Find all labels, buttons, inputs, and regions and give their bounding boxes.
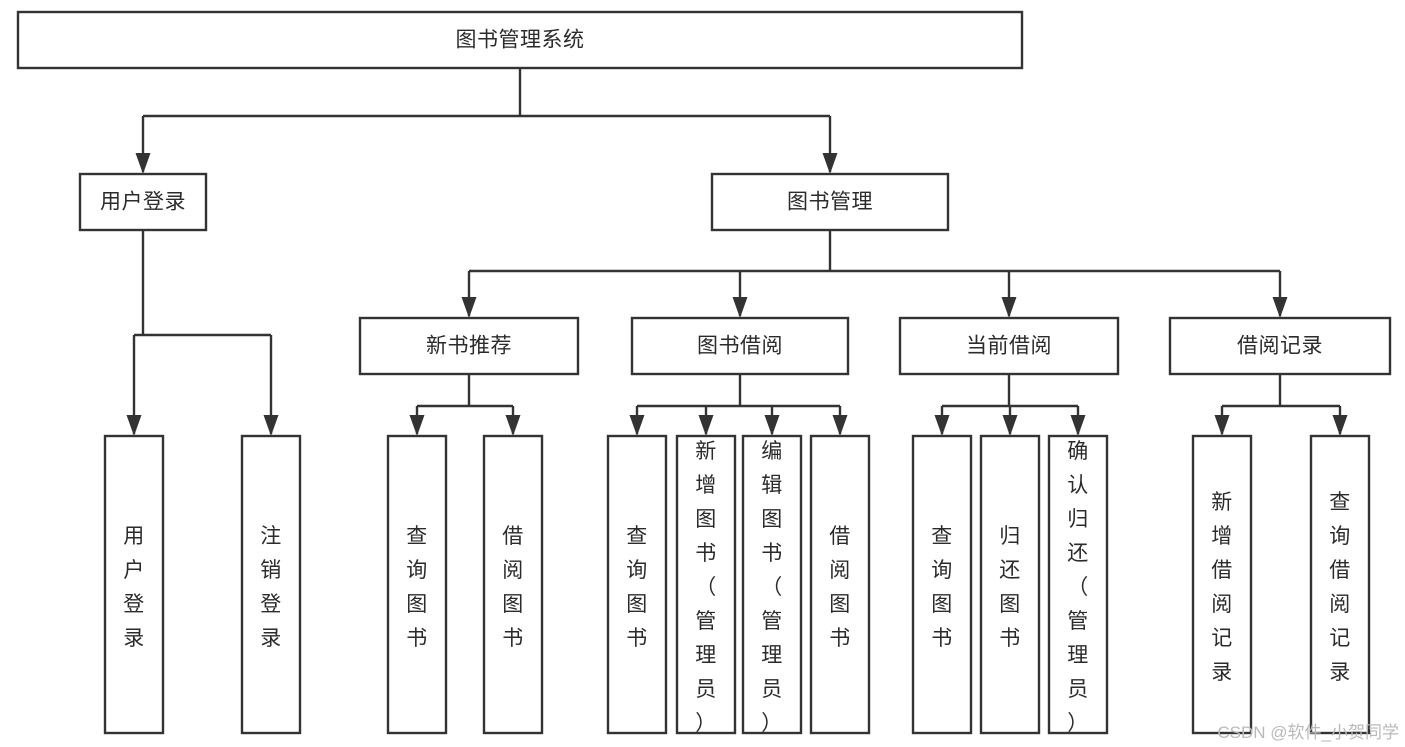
node-label: 查询图书 bbox=[406, 525, 428, 650]
node-label: 新增借阅记录 bbox=[1211, 491, 1233, 684]
node-box[interactable] bbox=[103, 434, 165, 735]
arrow-head-icon bbox=[629, 415, 645, 436]
node-box[interactable] bbox=[358, 316, 580, 376]
node-box[interactable] bbox=[482, 434, 544, 735]
node-leaf-confirm-return[interactable]: 确认归还（管理员） bbox=[1047, 434, 1109, 735]
connector-group bbox=[461, 230, 1288, 318]
node-label: 借阅记录 bbox=[1237, 335, 1323, 358]
node-label: 新增图书（管理员） bbox=[695, 440, 717, 735]
node-label: 新书推荐 bbox=[426, 335, 512, 358]
node-box[interactable] bbox=[240, 434, 302, 735]
connector-layer bbox=[126, 68, 1348, 436]
arrow-head-icon bbox=[764, 415, 780, 436]
node-box[interactable] bbox=[78, 172, 208, 232]
node-leaf-query-book-cb[interactable]: 查询图书 bbox=[911, 434, 973, 735]
arrow-head-icon bbox=[1272, 297, 1288, 318]
node-label: 查询图书 bbox=[931, 525, 953, 650]
node-label: 编辑图书（管理员） bbox=[761, 440, 783, 735]
arrow-head-icon bbox=[934, 415, 950, 436]
node-label: 借阅图书 bbox=[829, 525, 851, 650]
node-box[interactable] bbox=[1047, 434, 1109, 735]
arrow-head-icon bbox=[698, 415, 714, 436]
node-box[interactable] bbox=[710, 172, 950, 232]
csdn-watermark: CSDN @软件_小贺同学 bbox=[1217, 723, 1399, 742]
node-leaf-query-book-bm[interactable]: 查询图书 bbox=[606, 434, 668, 735]
connector-group bbox=[629, 374, 848, 436]
node-leaf-query-record[interactable]: 查询借阅记录 bbox=[1309, 434, 1371, 735]
connector-group bbox=[409, 374, 521, 436]
connector-group bbox=[135, 68, 838, 174]
arrow-head-icon bbox=[505, 415, 521, 436]
node-label: 图书管理系统 bbox=[456, 29, 585, 52]
node-leaf-borrow-book-bm[interactable]: 借阅图书 bbox=[809, 434, 871, 735]
node-box[interactable] bbox=[741, 434, 803, 735]
node-leaf-logout[interactable]: 注销登录 bbox=[240, 434, 302, 735]
node-layer: 图书管理系统用户登录图书管理新书推荐图书借阅当前借阅借阅记录用户登录注销登录查询… bbox=[16, 10, 1392, 735]
node-label: 用户登录 bbox=[123, 525, 145, 650]
node-label: 图书管理 bbox=[787, 191, 873, 214]
node-leaf-borrow-book-rec[interactable]: 借阅图书 bbox=[482, 434, 544, 735]
node-leaf-add-book[interactable]: 新增图书（管理员） bbox=[675, 434, 737, 735]
node-box[interactable] bbox=[979, 434, 1041, 735]
node-leaf-query-book-rec[interactable]: 查询图书 bbox=[386, 434, 448, 735]
node-new-book-recommend[interactable]: 新书推荐 bbox=[358, 316, 580, 376]
node-label: 查询借阅记录 bbox=[1329, 491, 1351, 684]
arrow-head-icon bbox=[1214, 415, 1230, 436]
node-box[interactable] bbox=[386, 434, 448, 735]
node-label: 当前借阅 bbox=[966, 335, 1052, 358]
node-user-login[interactable]: 用户登录 bbox=[78, 172, 208, 232]
node-box[interactable] bbox=[1309, 434, 1371, 735]
node-label: 查询图书 bbox=[626, 525, 648, 650]
arrow-head-icon bbox=[1070, 415, 1086, 436]
node-box[interactable] bbox=[675, 434, 737, 735]
arrow-head-icon bbox=[409, 415, 425, 436]
node-label: 注销登录 bbox=[260, 525, 282, 650]
node-label: 归还图书 bbox=[999, 525, 1021, 650]
node-box[interactable] bbox=[1191, 434, 1253, 735]
connector-group bbox=[1214, 374, 1348, 436]
node-root[interactable]: 图书管理系统 bbox=[16, 10, 1024, 70]
node-leaf-user-login[interactable]: 用户登录 bbox=[103, 434, 165, 735]
arrow-head-icon bbox=[832, 415, 848, 436]
node-leaf-add-record[interactable]: 新增借阅记录 bbox=[1191, 434, 1253, 735]
arrow-head-icon bbox=[126, 415, 142, 436]
node-label: 图书借阅 bbox=[697, 335, 783, 358]
node-borrow-record[interactable]: 借阅记录 bbox=[1168, 316, 1392, 376]
arrow-head-icon bbox=[1002, 415, 1018, 436]
arrow-head-icon bbox=[732, 297, 748, 318]
node-book-manage[interactable]: 图书管理 bbox=[710, 172, 950, 232]
arrow-head-icon bbox=[263, 415, 279, 436]
arrow-head-icon bbox=[1001, 297, 1017, 318]
connector-group bbox=[126, 230, 279, 436]
node-box[interactable] bbox=[911, 434, 973, 735]
arrow-head-icon bbox=[461, 297, 477, 318]
connector-group bbox=[934, 374, 1086, 436]
node-box[interactable] bbox=[606, 434, 668, 735]
node-label: 确认归还（管理员） bbox=[1067, 440, 1089, 735]
arrow-head-icon bbox=[822, 153, 838, 174]
node-current-borrow[interactable]: 当前借阅 bbox=[898, 316, 1120, 376]
node-box[interactable] bbox=[16, 10, 1024, 70]
arrow-head-icon bbox=[135, 153, 151, 174]
node-box[interactable] bbox=[1168, 316, 1392, 376]
node-leaf-edit-book[interactable]: 编辑图书（管理员） bbox=[741, 434, 803, 735]
node-book-borrow[interactable]: 图书借阅 bbox=[630, 316, 850, 376]
arrow-head-icon bbox=[1332, 415, 1348, 436]
node-label: 用户登录 bbox=[100, 191, 186, 214]
node-leaf-return-book[interactable]: 归还图书 bbox=[979, 434, 1041, 735]
node-box[interactable] bbox=[809, 434, 871, 735]
node-label: 借阅图书 bbox=[502, 525, 524, 650]
node-box[interactable] bbox=[898, 316, 1120, 376]
node-box[interactable] bbox=[630, 316, 850, 376]
